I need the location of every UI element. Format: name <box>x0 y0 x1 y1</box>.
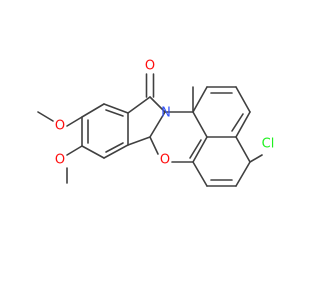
bond-c9-n <box>149 96 166 113</box>
bond-layer <box>37 73 263 187</box>
bond-c9-c8a <box>127 96 151 114</box>
atom-label-layer: O N O O O Cl <box>55 59 274 168</box>
bond-c5-c4b <box>103 144 129 159</box>
atom-o-methoxy-top: O <box>55 119 65 134</box>
molecule-structure-diagram: O N O O O Cl <box>37 59 274 187</box>
bond-c8a-c8-inner <box>105 109 124 117</box>
bond-c8a-c8 <box>103 103 129 114</box>
atom-n-ring: N <box>161 106 171 121</box>
bond-c5a-c4b <box>127 136 151 146</box>
bond-c7-o-meo-top <box>66 116 83 127</box>
bond-c7r-cl <box>249 154 263 163</box>
bond-c2-c3 <box>235 86 251 113</box>
atom-chlorine: Cl <box>262 137 275 152</box>
structure-canvas: O N O O O Cl <box>37 58 275 187</box>
bond-n-c5a <box>149 111 166 138</box>
atom-o-carbonyl: O <box>145 59 155 74</box>
bond-c7r-c2 <box>235 136 251 163</box>
bond-c1-c2-inner <box>231 113 244 132</box>
bond-o-meo-top-ch3 <box>37 111 54 122</box>
bond-c4a-c5r <box>192 161 208 187</box>
bond-c5-c4b-inner <box>105 142 124 153</box>
bond-c11a-c4a <box>192 136 208 163</box>
bond-c4-c11 <box>192 86 208 113</box>
bond-c8-c7 <box>81 103 105 118</box>
bond-c6-o-meo-bot <box>66 145 83 156</box>
bond-c6r-c7r <box>235 161 251 187</box>
bond-c1-c2 <box>235 111 251 138</box>
atom-o-methoxy-bottom: O <box>55 153 65 168</box>
bond-c5a-o-ring <box>149 136 159 155</box>
bond-c6-c5 <box>81 145 105 159</box>
bond-c11a-c4a-inner <box>189 139 202 159</box>
bond-c11-c11a <box>192 111 208 138</box>
atom-o-ring: O <box>160 153 170 168</box>
